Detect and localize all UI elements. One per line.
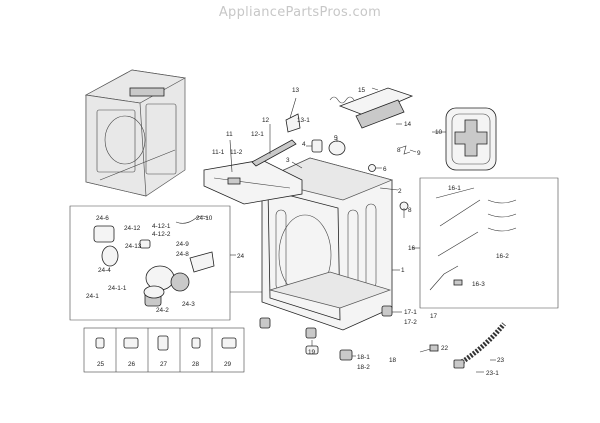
callout-10: 10 — [435, 129, 443, 136]
leveling-feet — [305, 345, 353, 361]
callout-13-1: 13-1 — [297, 117, 310, 124]
callout-9: 9 — [417, 150, 421, 157]
callout-12: 12 — [262, 117, 270, 124]
assembled-cabinet-illustration — [84, 69, 187, 197]
drain-pump-box — [69, 205, 231, 321]
callout-17-1: 17-1 — [404, 309, 417, 316]
callout-24-3: 24-3 — [182, 301, 195, 308]
callout-24-2: 24-2 — [156, 307, 169, 314]
callout-17: 17 — [430, 313, 438, 320]
callout-11-2: 11-2 — [230, 149, 243, 156]
callout-12-1: 12-1 — [251, 131, 264, 138]
callout-24-1-1: 24-1-1 — [108, 285, 127, 292]
top-hardware-parts — [251, 87, 414, 211]
part-28-label: 28 — [192, 361, 200, 368]
callout-23: 23 — [497, 357, 505, 364]
callout-1: 1 — [401, 267, 405, 274]
callout-5: 5 — [334, 135, 338, 142]
callout-13: 13 — [292, 87, 300, 94]
callout-24: 24 — [237, 253, 245, 260]
leader-lines — [229, 87, 496, 373]
callout-16-1: 16-1 — [448, 185, 461, 192]
wiring-harness-box — [419, 177, 559, 309]
callout-18: 18 — [389, 357, 397, 364]
callout-22: 22 — [441, 345, 449, 352]
callout-18-1: 18-1 — [357, 354, 370, 361]
door-diaphragm — [445, 107, 497, 171]
callout-8: 8 — [397, 147, 401, 154]
callout-24-4: 24-4 — [98, 267, 111, 274]
callout-16: 16 — [408, 245, 416, 252]
callout-24-10: 24-10 — [196, 215, 213, 222]
callout-24-9: 24-9 — [176, 241, 189, 248]
part-25-label: 25 — [97, 361, 105, 368]
part-26-label: 26 — [128, 361, 136, 368]
callout-24-1: 24-1 — [86, 293, 99, 300]
callout-11: 11 — [226, 131, 233, 138]
hoses — [419, 322, 506, 369]
callout-23-1: 23-1 — [486, 370, 499, 377]
watermark-text: AppliancePartsPros.com — [218, 5, 382, 20]
callout-8b: 8 — [408, 207, 412, 214]
callout-15: 15 — [358, 87, 366, 94]
callout-14: 14 — [404, 121, 412, 128]
callout-4-12-2: 4-12-2 — [152, 231, 171, 238]
callout-6: 6 — [383, 166, 387, 173]
callout-18-2: 18-2 — [357, 364, 370, 371]
callout-24-12: 24-12 — [124, 225, 141, 232]
callout-11-1: 11-1 — [212, 149, 225, 156]
callout-19: 19 — [308, 349, 316, 356]
part-27-label: 27 — [160, 361, 168, 368]
callout-16-3: 16-3 — [472, 281, 485, 288]
cabinet-frame — [259, 157, 394, 339]
callout-24-8: 24-8 — [176, 251, 189, 258]
callout-4: 4 — [302, 141, 306, 148]
callout-4-12-1: 4-12-1 — [152, 223, 171, 230]
callout-3: 3 — [286, 157, 290, 164]
callout-2: 2 — [398, 188, 402, 195]
callout-17-2: 17-2 — [404, 319, 417, 326]
part-29-label: 29 — [224, 361, 232, 368]
callout-labels: 13 13-1 12 12-1 11 11-1 11-2 15 14 10 3 … — [86, 87, 509, 377]
small-parts-row: 25 26 27 28 29 — [83, 327, 245, 373]
callout-24-6: 24-6 — [96, 215, 109, 222]
callout-24-13: 24-13 — [125, 243, 142, 250]
callout-16-2: 16-2 — [496, 253, 509, 260]
